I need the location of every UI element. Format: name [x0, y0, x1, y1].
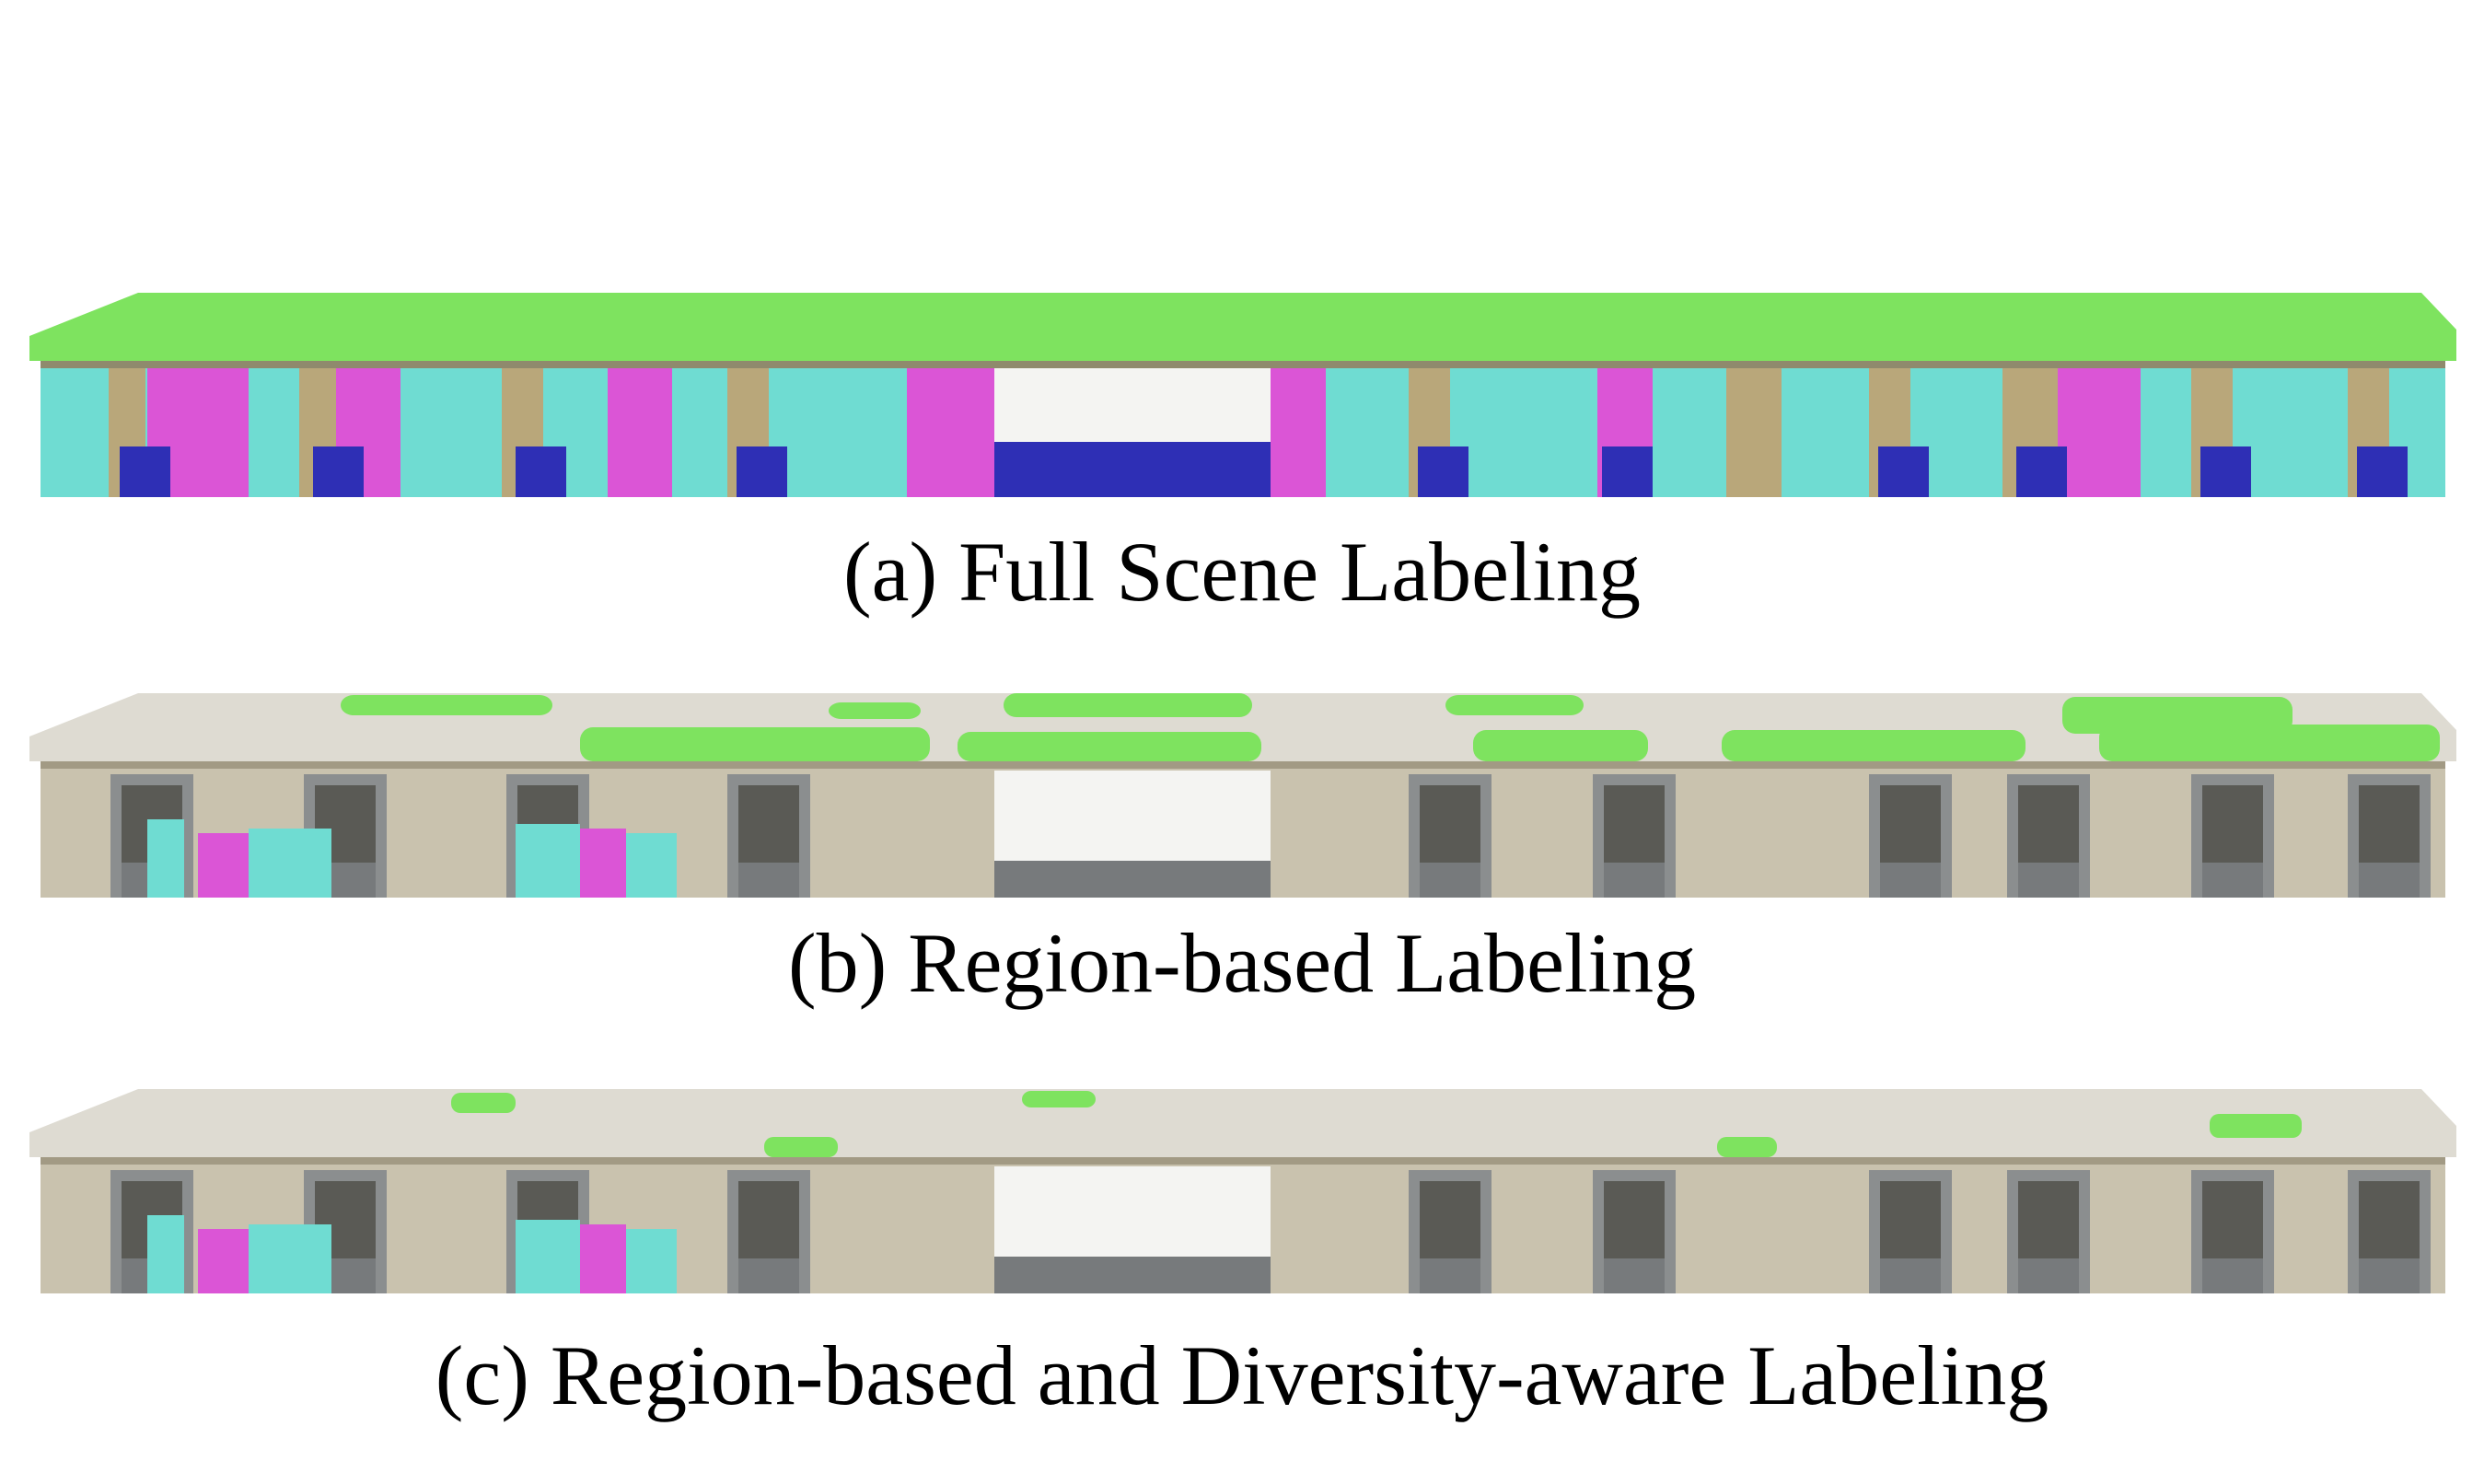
- ceiling-label-c-4: [2210, 1114, 2302, 1138]
- ceiling-label-c-0: [451, 1093, 516, 1113]
- segment-door-a-14: [907, 361, 994, 497]
- caption-b: (b) Region-based Labeling: [787, 916, 1697, 1010]
- corridor-pointcloud-c: [29, 1089, 2456, 1293]
- wall-label-b-0: [147, 819, 184, 898]
- floor-label-a-7: [1878, 446, 1929, 497]
- doorway-floor-b-9: [2202, 863, 2263, 898]
- segment-wall-a-29: [2141, 361, 2191, 497]
- floor-label-a-9: [2200, 446, 2251, 497]
- corridor-pointcloud-a: [29, 293, 2456, 497]
- segment-door-a-16: [1271, 361, 1326, 497]
- segment-wall-a-6: [400, 361, 502, 497]
- segment-wall-a-10: [672, 361, 727, 497]
- floor-label-a-5: [1418, 446, 1468, 497]
- floor-label-a-2: [516, 446, 566, 497]
- wall-label-b-2: [516, 824, 580, 898]
- ceiling-label-b-2: [1004, 693, 1252, 717]
- window-floor-b: [994, 861, 1271, 898]
- doorway-floor-b-6: [1604, 863, 1665, 898]
- door-label-c-0: [198, 1229, 249, 1293]
- panel-region-based-labeling: [28, 677, 2458, 916]
- doorway-floor-b-5: [1420, 863, 1480, 898]
- segment-door-a-28: [2058, 361, 2141, 497]
- door-label-c-1: [580, 1224, 626, 1293]
- ceiling-texture-c: [29, 1089, 2456, 1157]
- ceiling-label-b-6: [958, 732, 1261, 761]
- ceiling-label-b-8: [1722, 730, 2026, 761]
- caption-c: (c) Region-based and Diversity-aware Lab…: [435, 1328, 2049, 1422]
- ceiling-label-b-0: [341, 695, 552, 715]
- doorway-floor-b-10: [2359, 863, 2420, 898]
- wall-label-c-1: [249, 1224, 331, 1293]
- segment-wall-a-24: [1782, 361, 1869, 497]
- wall-label-b-1: [249, 829, 331, 898]
- wall-label-c-2: [516, 1220, 580, 1293]
- ceiling-label-c-1: [1022, 1091, 1096, 1107]
- doorway-floor-c-3: [738, 1258, 799, 1293]
- ceiling-label-b-7: [1473, 730, 1648, 761]
- doorway-floor-c-9: [2202, 1258, 2263, 1293]
- ceiling-label-b-1: [829, 702, 921, 719]
- door-label-b-1: [580, 829, 626, 898]
- segment-wall-a-17: [1326, 361, 1409, 497]
- wall-label-c-0: [147, 1215, 184, 1293]
- ceiling-label-c-2: [764, 1137, 838, 1157]
- panel-full-scene-labeling: [28, 276, 2458, 516]
- wall-label-c-3: [626, 1229, 677, 1293]
- floor-label-a-0: [120, 446, 170, 497]
- segment-wall-a-0: [44, 361, 109, 497]
- floor-label-a-3: [737, 446, 787, 497]
- wall-label-b-3: [626, 833, 677, 898]
- caption-a: (a) Full Scene Labeling: [842, 525, 1642, 619]
- wall-trim-b: [41, 761, 2445, 769]
- ceiling-label-b-3: [1445, 695, 1584, 715]
- segment-wall-a-13: [852, 361, 907, 497]
- floor-label-a-10: [2357, 446, 2408, 497]
- wall-trim-c: [41, 1157, 2445, 1165]
- doorway-floor-b-7: [1880, 863, 1941, 898]
- floor-label-a-1: [313, 446, 364, 497]
- doorway-floor-c-6: [1604, 1258, 1665, 1293]
- window-floor-c: [994, 1257, 1271, 1293]
- corridor-pointcloud-b: [29, 693, 2456, 898]
- ceiling-label-a: [29, 293, 2456, 361]
- floor-label-a-8: [2016, 446, 2067, 497]
- doorway-floor-c-8: [2018, 1258, 2079, 1293]
- doorway-floor-c-5: [1420, 1258, 1480, 1293]
- ceiling-label-b-5: [580, 727, 930, 761]
- floor-label-a-6: [1602, 446, 1653, 497]
- doorway-floor-b-8: [2018, 863, 2079, 898]
- segment-wall-a-20: [1533, 361, 1597, 497]
- segment-wall-a-31: [2233, 361, 2348, 497]
- segment-wall-a-3: [249, 361, 299, 497]
- door-label-b-0: [198, 833, 249, 898]
- ceiling-label-c-3: [1717, 1137, 1777, 1157]
- wall-trim-a: [41, 361, 2445, 368]
- floor-label-a-4: [1050, 446, 1100, 497]
- panel-diversity-aware-labeling: [28, 1072, 2458, 1312]
- segment-frame-a-23: [1726, 361, 1782, 497]
- segment-door-a-9: [608, 361, 672, 497]
- floor-label-window-a: [994, 442, 1271, 497]
- ceiling-label-b-9: [2099, 725, 2440, 761]
- doorway-floor-b-3: [738, 863, 799, 898]
- doorway-floor-c-10: [2359, 1258, 2420, 1293]
- segment-wall-a-22: [1653, 361, 1726, 497]
- doorway-floor-c-7: [1880, 1258, 1941, 1293]
